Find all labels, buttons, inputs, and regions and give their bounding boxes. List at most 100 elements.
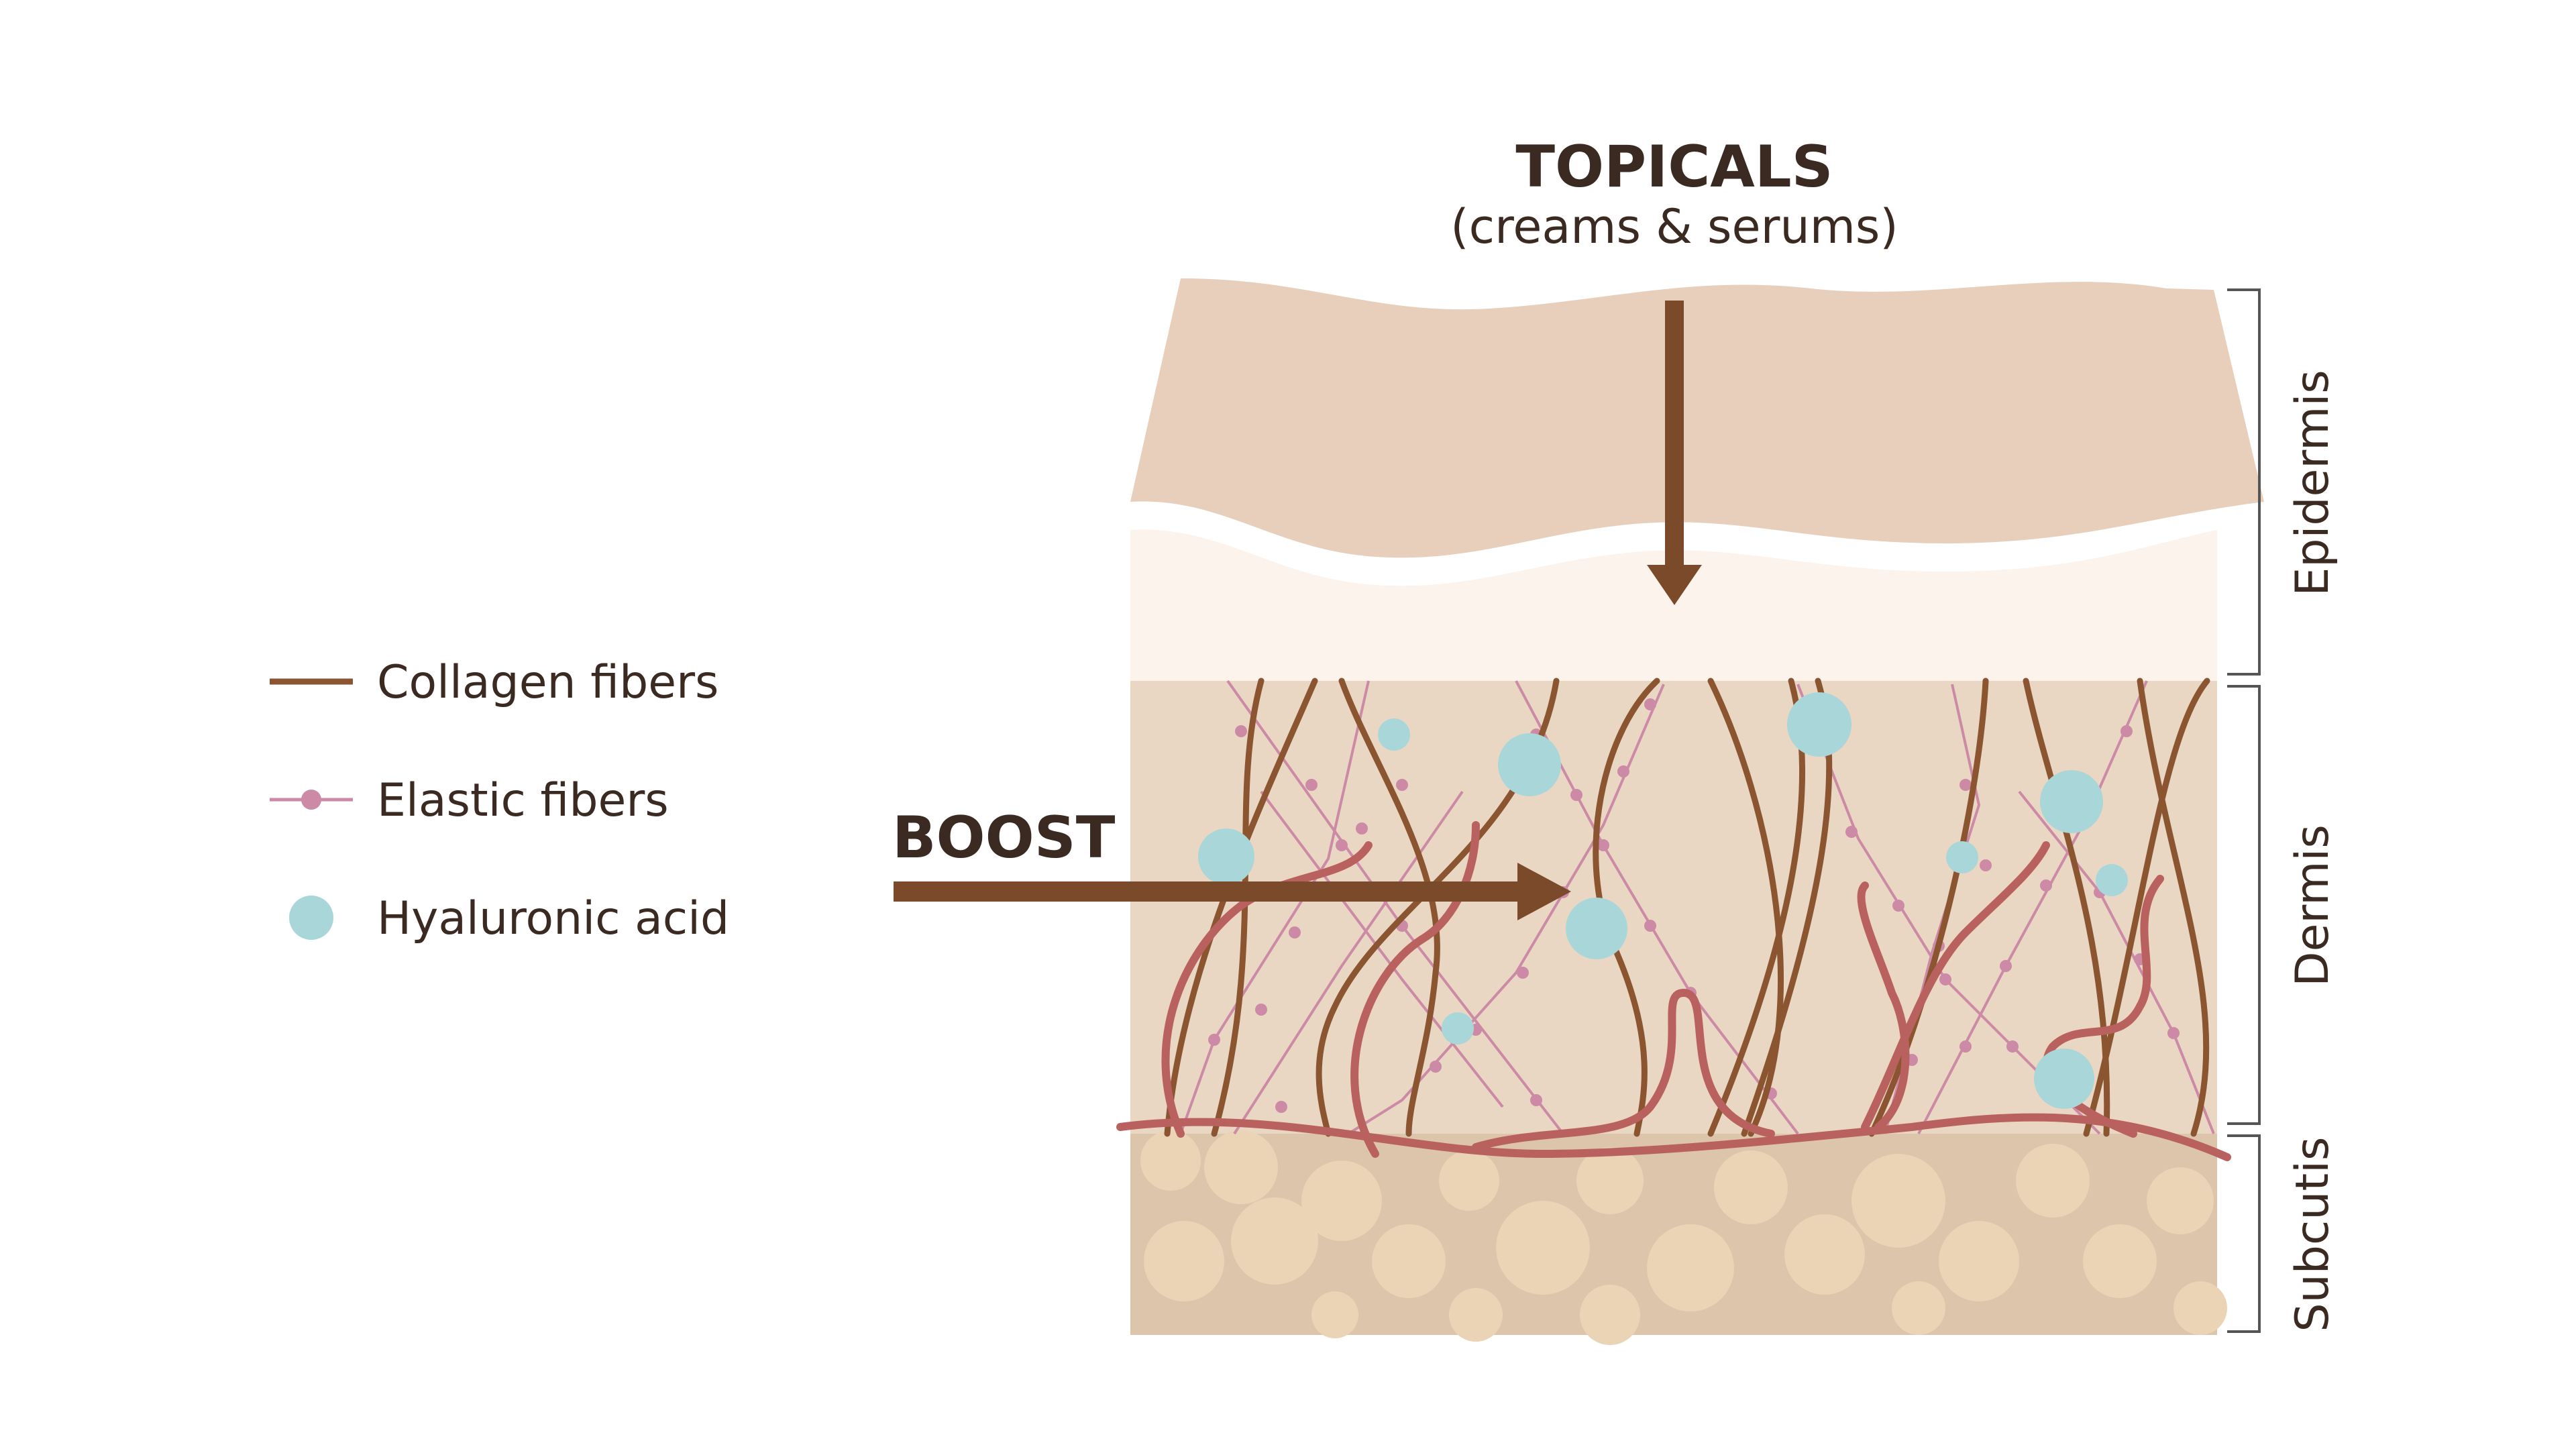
fat-cell xyxy=(1647,1224,1734,1311)
topicals-subtitle: (creams & serums) xyxy=(1450,199,1898,254)
legend-item-hyaluronic: Hyaluronic acid xyxy=(289,892,729,945)
elastic-node xyxy=(1644,920,1656,932)
fat-cell xyxy=(1939,1221,2019,1301)
elastic-fiber xyxy=(1260,790,1504,1108)
legend-label: Elastic fibers xyxy=(377,774,669,827)
collagen-fiber xyxy=(2083,678,2210,1137)
fat-cell xyxy=(1496,1201,1590,1295)
elastic-fiber xyxy=(1347,684,1665,1135)
elastic-node xyxy=(1597,839,1609,851)
elastic-node xyxy=(2000,960,2012,972)
hyaluronic-droplet xyxy=(1566,898,1627,959)
elastic-node xyxy=(1275,1101,1287,1113)
elastic-node xyxy=(1939,973,1951,985)
hyaluronic-droplet xyxy=(2040,770,2103,833)
fat-cell xyxy=(2016,1144,2090,1218)
hyaluronic-droplet xyxy=(2034,1049,2094,1109)
elastic-node xyxy=(2121,725,2133,737)
elastic-node xyxy=(1336,839,1348,851)
subcutis-bracket xyxy=(2227,1134,2261,1333)
fat-cell xyxy=(1301,1161,1382,1241)
blood-vessel-loop xyxy=(1861,841,2050,1131)
fat-cell xyxy=(1580,1285,1640,1345)
dermis-bracket xyxy=(2227,685,2261,1125)
elastic-node xyxy=(1356,822,1368,835)
fat-cell xyxy=(1311,1291,1358,1338)
collagen-fiber xyxy=(2137,678,2210,1137)
epidermis-inner-layer xyxy=(1130,529,2217,681)
blood-vessel-loop xyxy=(1472,988,1775,1151)
elastic-node xyxy=(2040,879,2052,892)
hyaluronic-droplet xyxy=(2096,864,2128,896)
elastic-fiber xyxy=(1179,680,1370,1134)
boost-label: BOOST xyxy=(892,804,1116,871)
layer-label-subcutis: Subcutis xyxy=(2286,1137,2339,1332)
fat-cell xyxy=(1140,1130,1201,1191)
layer-label-dermis: Dermis xyxy=(2286,824,2339,987)
elastic-node xyxy=(1208,1034,1220,1046)
elastic-node xyxy=(1530,1094,1542,1106)
blood-vessel-loop xyxy=(1350,821,1480,1158)
fat-cell xyxy=(1851,1154,1945,1248)
layer-label-epidermis: Epidermis xyxy=(2286,370,2339,596)
elastic-node xyxy=(1430,1061,1442,1073)
fat-cell xyxy=(1449,1288,1503,1342)
topicals-arrow xyxy=(1647,301,1702,605)
blood-vessel-main xyxy=(1116,1113,2231,1161)
fat-cell xyxy=(1231,1197,1318,1285)
layer-brackets xyxy=(2227,288,2261,1333)
epidermis-outer-layer xyxy=(1130,278,2264,558)
legend-item-collagen: Collagen fibers xyxy=(270,656,718,709)
elastic-node xyxy=(1570,789,1582,801)
blood-vessel-loop xyxy=(1161,841,1373,1138)
fat-cell xyxy=(1576,1147,1644,1214)
hyaluronic-droplet xyxy=(1198,828,1254,885)
elastic-node xyxy=(1396,779,1408,791)
hyaluronic-droplet xyxy=(1442,1012,1474,1044)
fat-cell xyxy=(1204,1130,1278,1204)
legend-label: Hyaluronic acid xyxy=(377,892,729,945)
elastic-node xyxy=(1235,725,1247,737)
elastic-node xyxy=(1517,967,1529,979)
fat-cell xyxy=(1714,1150,1788,1224)
elastic-node xyxy=(2167,1027,2180,1039)
hyaluronic-droplet xyxy=(1946,841,1978,873)
elastic-node xyxy=(1960,779,1972,791)
fat-cell xyxy=(1439,1150,1499,1211)
elastic-fiber xyxy=(1233,790,1464,1135)
elastic-node xyxy=(1644,698,1656,710)
hyaluronic-dot-icon xyxy=(289,896,333,940)
topicals-title: TOPICALS xyxy=(1515,133,1833,201)
legend: Collagen fibers Elastic fibers Hyaluroni… xyxy=(270,656,729,945)
elastic-node xyxy=(1892,900,1904,912)
fat-cell xyxy=(1784,1214,1865,1295)
hyaluronic-droplet xyxy=(1498,733,1561,796)
hyaluronic-acid-droplets xyxy=(1198,692,2128,1109)
elastic-node xyxy=(1845,826,1858,838)
elastic-node xyxy=(1305,779,1318,791)
legend-label: Collagen fibers xyxy=(377,656,718,709)
hyaluronic-droplet xyxy=(1787,692,1851,757)
collagen-fiber xyxy=(1338,678,1440,1137)
collagen-fiber xyxy=(1211,678,1265,1137)
elastic-node xyxy=(1289,926,1301,938)
elastic-node xyxy=(1617,765,1629,777)
fat-cell xyxy=(1892,1281,1945,1335)
fat-cells xyxy=(1140,1130,2227,1345)
elastic-node xyxy=(1255,1004,1267,1016)
epidermis-bracket xyxy=(2227,288,2261,676)
fat-cell xyxy=(2147,1167,2214,1234)
collagen-fiber xyxy=(1707,678,1784,1137)
boost-arrow xyxy=(894,863,1571,920)
hyaluronic-droplet xyxy=(1378,718,1410,751)
elastic-node xyxy=(1960,1040,1972,1053)
elastic-node xyxy=(2006,1040,2019,1053)
elastic-node xyxy=(1980,859,1992,871)
collagen-fiber xyxy=(1868,678,1989,1137)
fat-cell xyxy=(2083,1224,2157,1298)
legend-item-elastic: Elastic fibers xyxy=(270,774,669,827)
fat-cell xyxy=(1372,1224,1446,1298)
fat-cell xyxy=(1144,1221,1224,1301)
blood-vessel-loop xyxy=(1857,881,1910,1131)
